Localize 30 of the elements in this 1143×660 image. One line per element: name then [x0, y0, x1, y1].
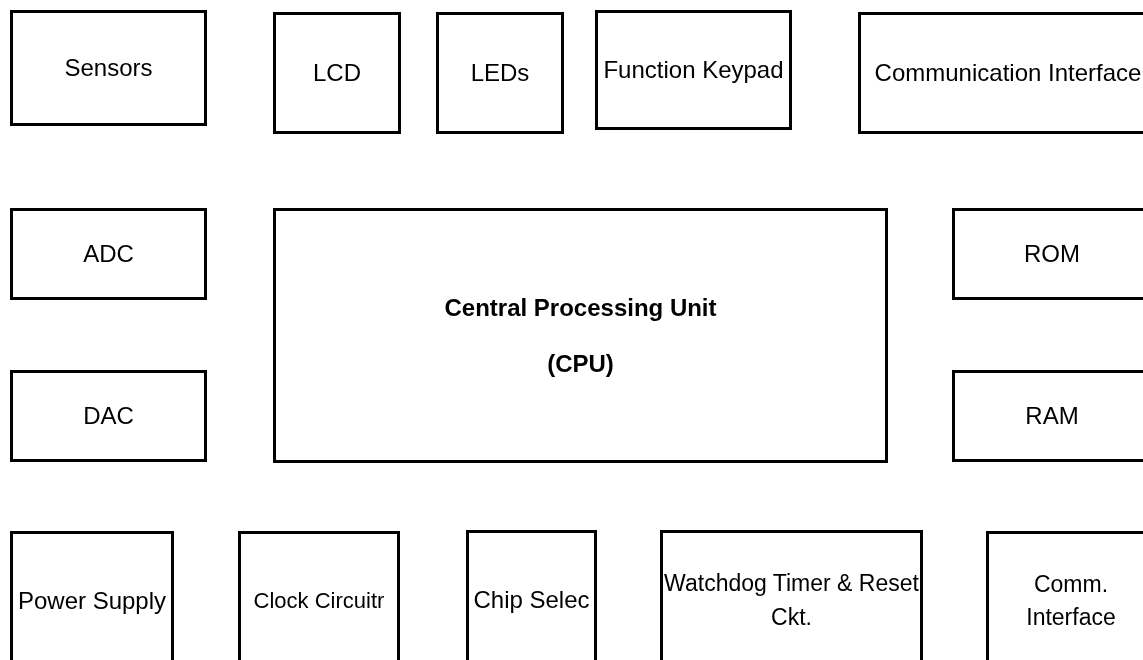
block-label: Clock Circuitr: [253, 587, 385, 616]
block-label: Watchdog Timer & Reset Ckt.: [663, 569, 920, 632]
component-block: [436, 12, 564, 134]
component-block: [986, 531, 1143, 660]
cpu-block: [273, 208, 888, 463]
component-block: [952, 370, 1143, 462]
component-block: [858, 12, 1143, 134]
block-label: Comm. Interface: [1025, 569, 1117, 632]
component-block: [10, 10, 207, 126]
component-block: [238, 531, 400, 660]
block-label: ADC: [83, 238, 134, 269]
component-block: [10, 531, 174, 660]
block-label: LCD: [313, 57, 361, 88]
block-label: Chip Selec: [473, 585, 590, 616]
block-label: Central Processing Unit (CPU): [443, 293, 718, 379]
block-label: ROM: [1024, 238, 1080, 269]
component-block: [10, 208, 207, 300]
block-label: Function Keypad: [603, 54, 784, 85]
block-label: DAC: [83, 400, 134, 431]
component-block: [10, 370, 207, 462]
block-label: Power Supply: [17, 585, 167, 616]
component-block: [660, 530, 923, 660]
component-block: [952, 208, 1143, 300]
block-label: LEDs: [470, 57, 530, 88]
block-label: RAM: [1025, 400, 1079, 431]
component-block: [273, 12, 401, 134]
block-label: Communication Interface: [874, 57, 1142, 88]
component-block: [595, 10, 792, 130]
component-block: [466, 530, 597, 660]
block-label: Sensors: [64, 52, 153, 83]
